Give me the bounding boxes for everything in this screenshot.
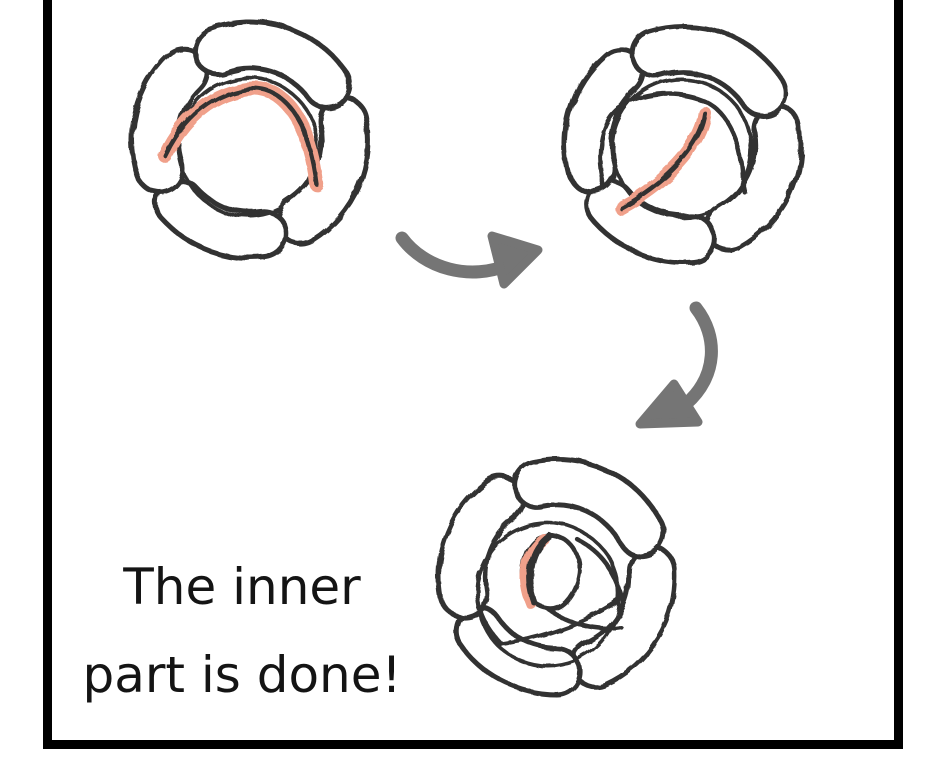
caption-line-2: part is done! xyxy=(82,646,402,704)
caption-line-1: The inner xyxy=(123,558,361,616)
fold-curve-line xyxy=(618,111,708,210)
rose-sketch-step-1 xyxy=(129,19,371,261)
curved-arrow-down-left-icon xyxy=(635,301,718,429)
bud-crescent-line xyxy=(526,532,553,606)
rose-sketch-step-3 xyxy=(436,456,678,698)
spiral-bottom-curve xyxy=(544,606,623,631)
inner-circle xyxy=(176,75,319,218)
caption: The inner part is done! xyxy=(52,543,432,719)
outer-petals xyxy=(436,456,678,698)
inner-circle xyxy=(474,521,622,669)
dome-left-edge xyxy=(474,570,504,647)
inner-circle xyxy=(610,77,753,220)
spiral-top-curve xyxy=(574,536,626,601)
outer-petals xyxy=(129,19,371,261)
inner-arch-line xyxy=(163,86,320,187)
rose-sketch-step-2 xyxy=(562,23,804,265)
fold-curve-highlight xyxy=(613,107,713,215)
curved-arrow-right-icon xyxy=(395,231,543,289)
dome-bottom-edge xyxy=(499,595,626,647)
inner-dome-line xyxy=(597,91,746,194)
